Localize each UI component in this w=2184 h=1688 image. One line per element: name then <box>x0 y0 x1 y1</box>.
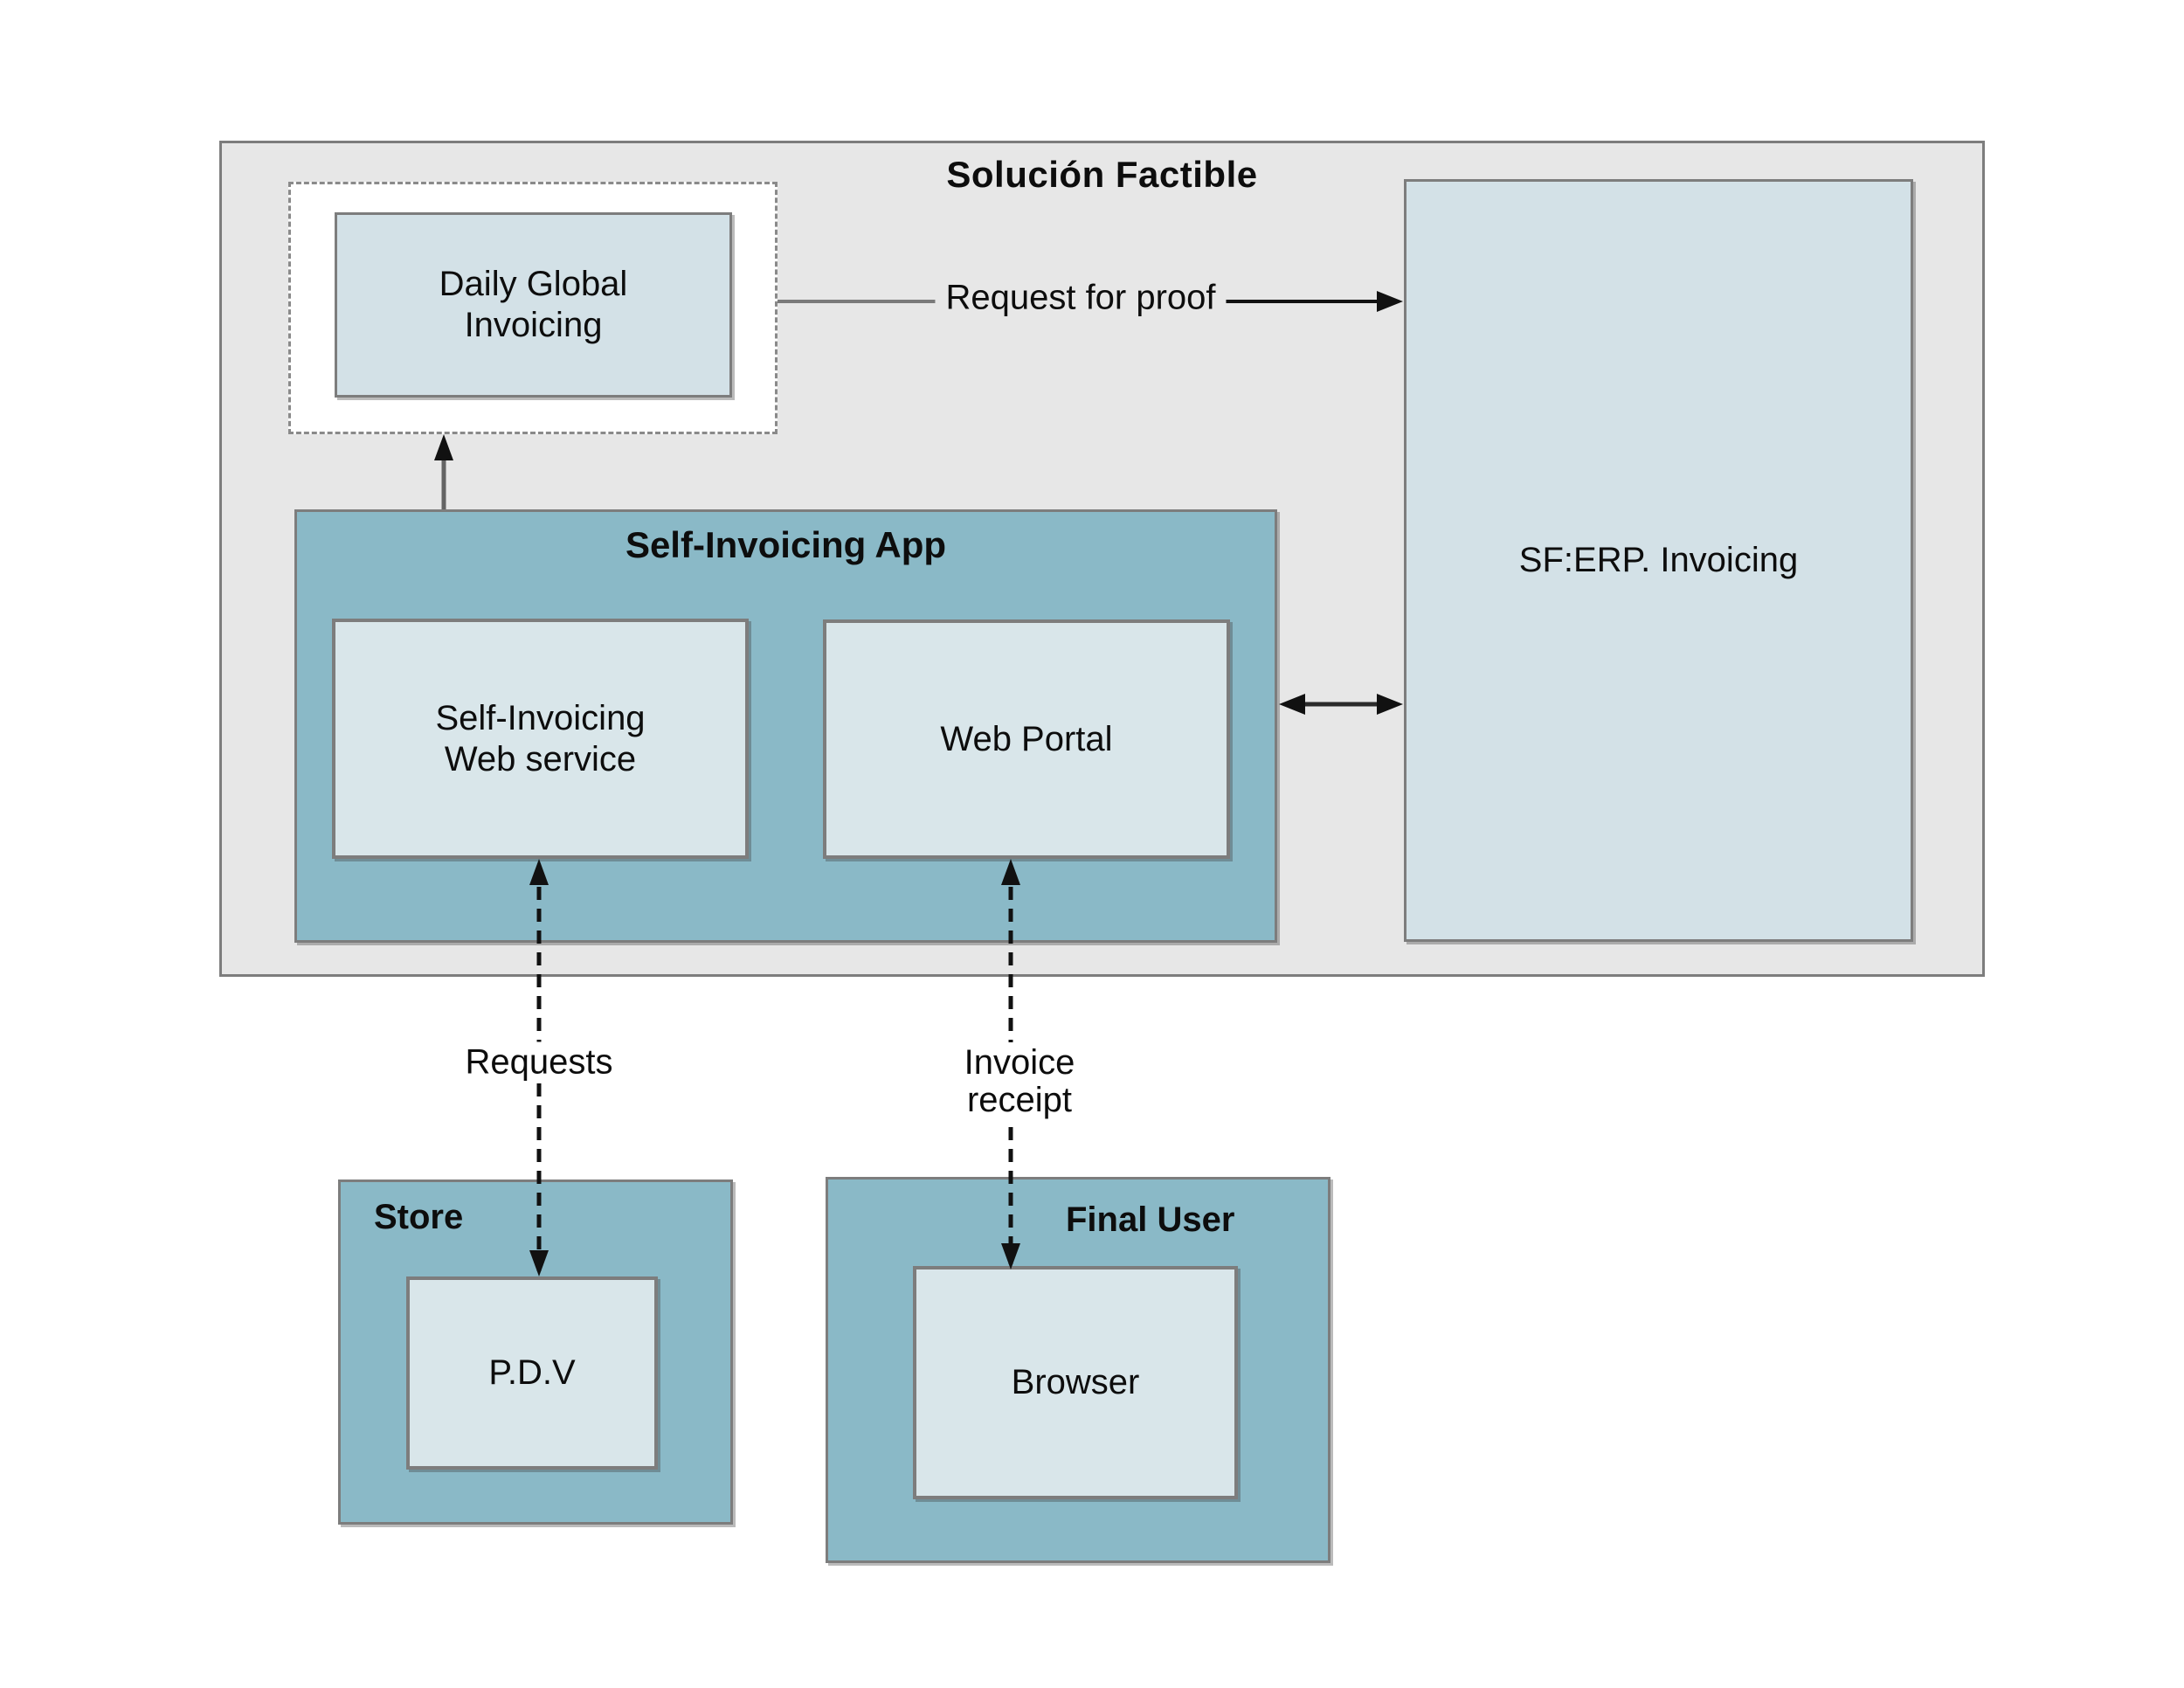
requests-label: Requests <box>454 1041 624 1083</box>
web-portal-label: Web Portal <box>940 719 1113 758</box>
browser-box: Browser <box>913 1266 1238 1499</box>
self-invoicing-web-service-label-line2: Web service <box>444 739 637 778</box>
daily-global-invoicing-label-line1: Daily Global <box>439 265 628 303</box>
invoice-receipt-label-line2: receipt <box>966 1081 1073 1119</box>
final-user-title: Final User <box>1066 1200 1235 1239</box>
sferp-invoicing-box: SF:ERP. Invoicing <box>1404 179 1913 942</box>
invoice-receipt-label-line1: Invoice <box>964 1043 1075 1082</box>
final-user-group: Final User Browser <box>826 1177 1330 1563</box>
browser-label: Browser <box>1011 1363 1140 1401</box>
store-title: Store <box>374 1198 464 1236</box>
daily-global-invoicing-box: Daily Global Invoicing <box>335 212 732 398</box>
request-for-proof-label: Request for proof <box>935 277 1227 319</box>
pdv-label: P.D.V <box>488 1353 576 1392</box>
solucion-factible-title: Solución Factible <box>946 154 1258 195</box>
self-invoicing-app-title: Self-Invoicing App <box>625 524 947 565</box>
daily-global-invoicing-label-line2: Invoicing <box>464 306 603 344</box>
sferp-invoicing-label: SF:ERP. Invoicing <box>1518 541 1799 579</box>
solucion-factible-group: Solución Factible Daily Global Invoicing… <box>219 141 1985 977</box>
self-invoicing-web-service-label-line1: Self-Invoicing <box>435 698 646 737</box>
store-group: Store P.D.V <box>338 1180 733 1525</box>
daily-global-invoicing-container: Daily Global Invoicing <box>288 182 778 434</box>
self-invoicing-app-group: Self-Invoicing App Self-Invoicing Web se… <box>294 509 1277 943</box>
pdv-box: P.D.V <box>406 1276 658 1470</box>
self-invoicing-web-service-box: Self-Invoicing Web service <box>332 619 749 859</box>
web-portal-box: Web Portal <box>823 619 1230 859</box>
